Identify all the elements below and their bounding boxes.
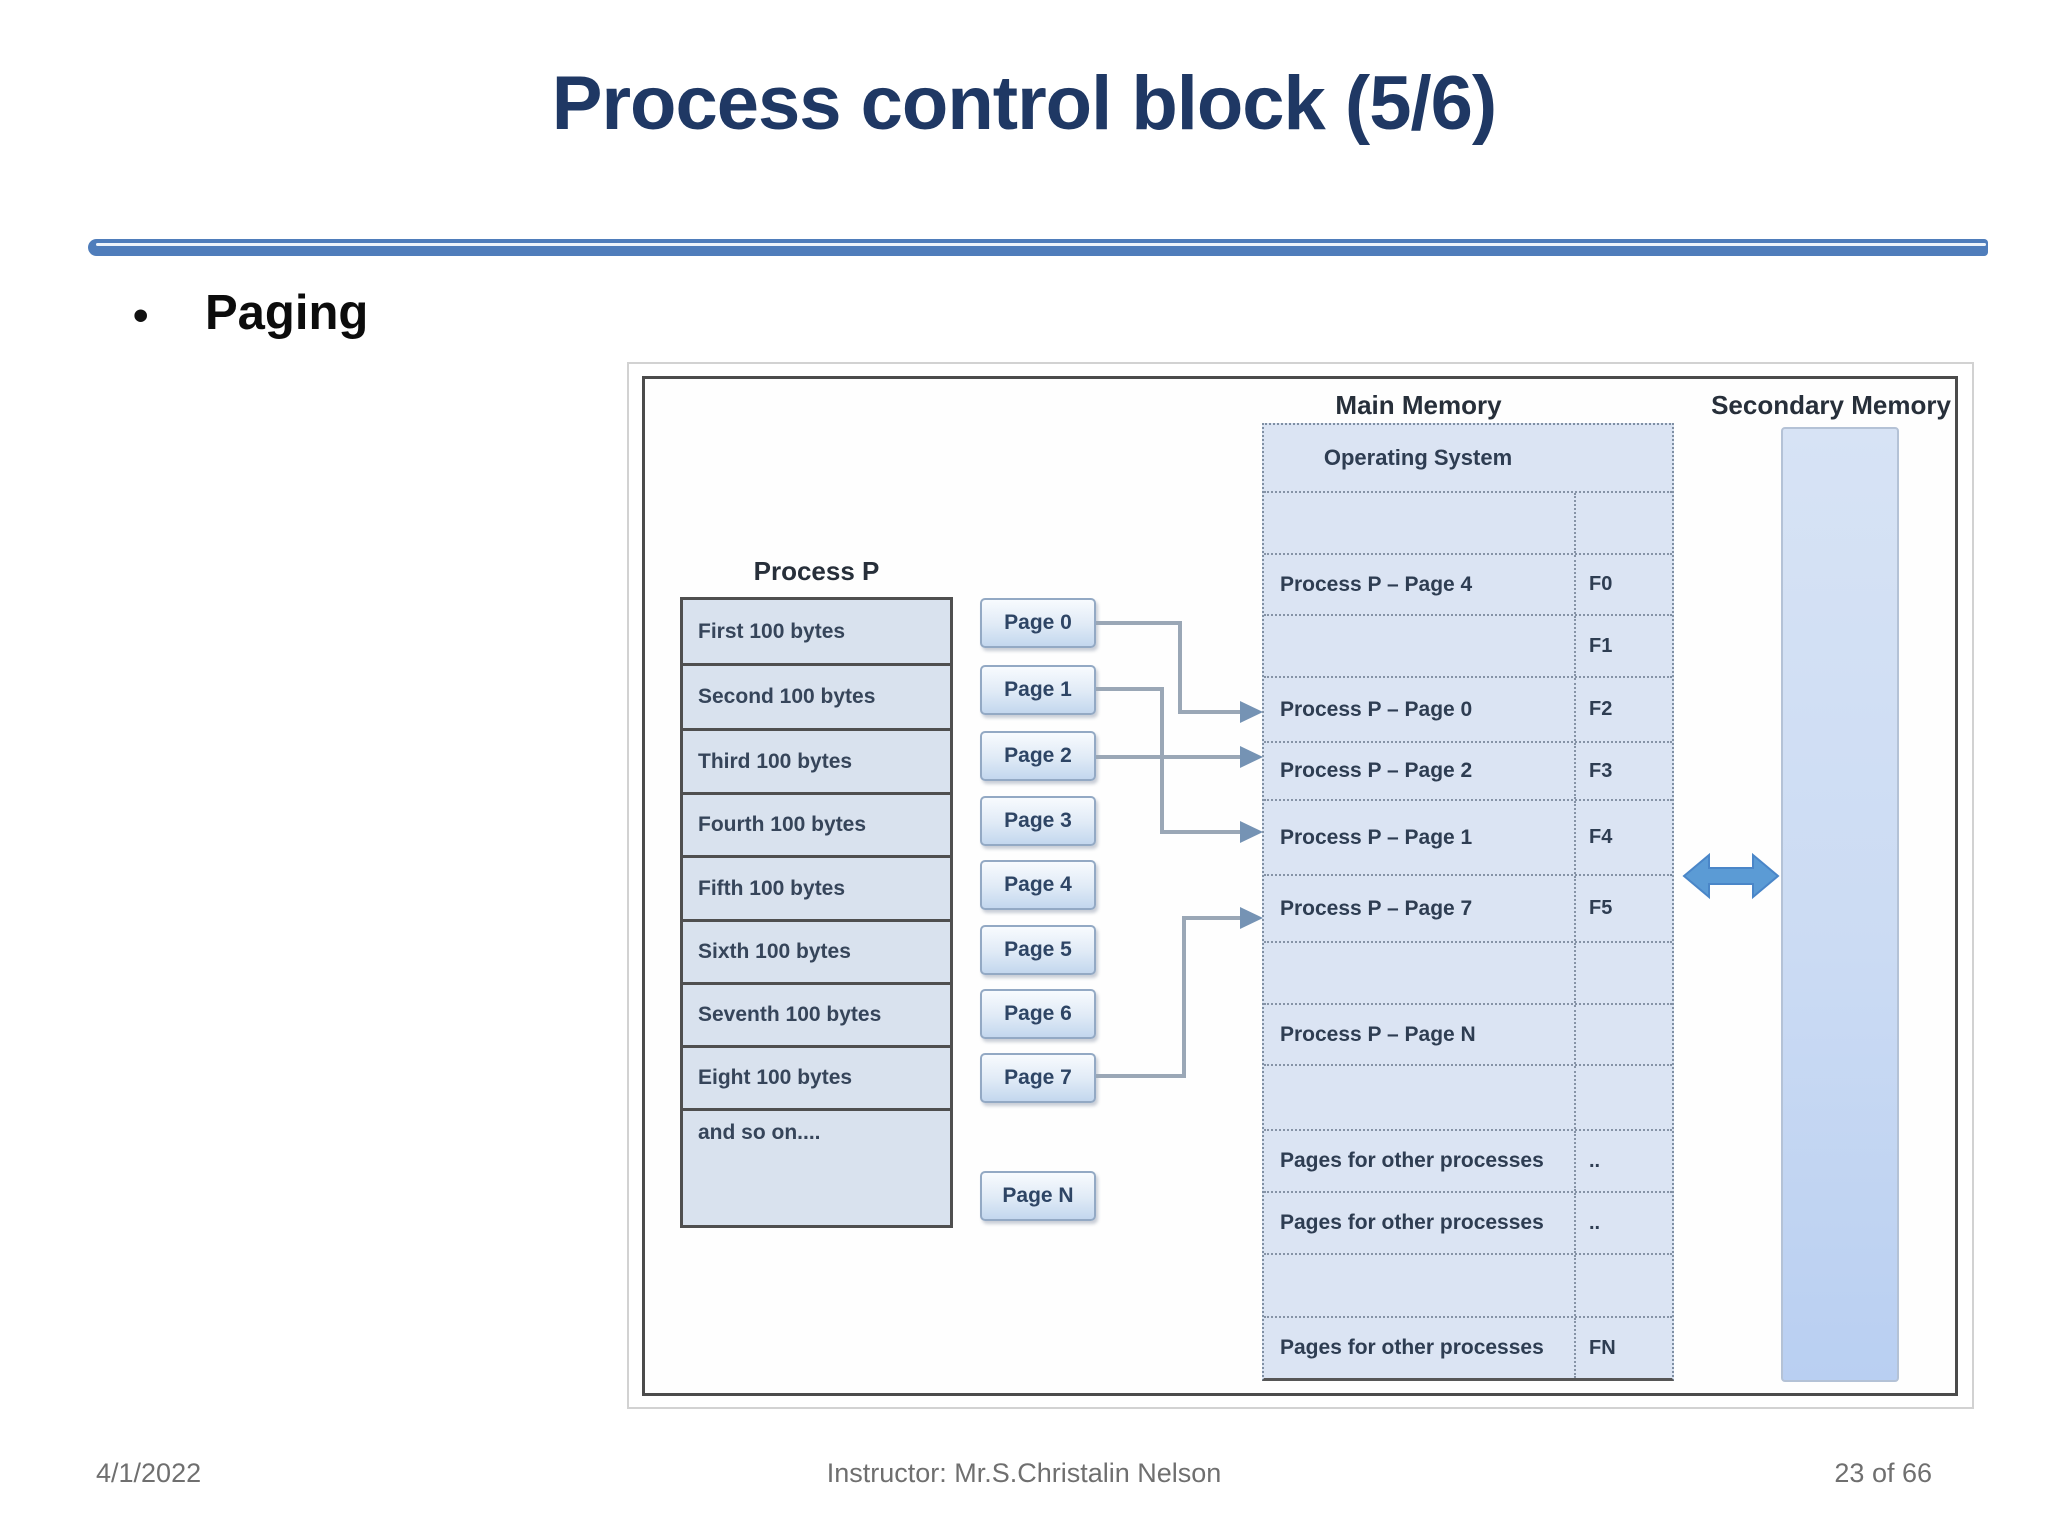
page-box-page-n: Page N: [980, 1171, 1096, 1221]
process-p-row: and so on....: [683, 1108, 950, 1225]
process-p-row: Third 100 bytes: [683, 728, 950, 792]
main-memory-title: Main Memory: [1335, 390, 1502, 420]
bullet-label: Paging: [205, 286, 369, 340]
process-p-row: Fourth 100 bytes: [683, 792, 950, 855]
secondary-memory-column: [1781, 427, 1899, 1382]
main-memory-row: F1: [1264, 614, 1672, 676]
main-memory-row: Process P – Page 2 F3: [1264, 741, 1672, 799]
main-memory-row: Pages for other processes FN: [1264, 1316, 1672, 1378]
page-box-page-0: Page 0: [980, 598, 1096, 648]
main-memory-row: [1264, 1064, 1672, 1129]
main-memory-row-name: Process P – Page 7: [1264, 876, 1576, 941]
main-memory-row-name: Process P – Page 4: [1264, 555, 1576, 614]
main-memory-row: Pages for other processes..: [1264, 1129, 1672, 1191]
main-memory-row-name: [1264, 1255, 1576, 1316]
main-memory-row-name: Process P – Page 0: [1264, 678, 1576, 741]
main-memory-row: Process P – Page N: [1264, 1003, 1672, 1064]
main-memory-row: Pages for other processes..: [1264, 1191, 1672, 1253]
main-memory-row-name: Pages for other processes: [1264, 1131, 1576, 1191]
main-memory-row-name: Process P – Page 2: [1264, 743, 1576, 799]
main-memory-row: [1264, 1253, 1672, 1316]
main-memory-frame-label: F5: [1589, 897, 1613, 919]
footer-date: 4/1/2022: [96, 1458, 202, 1488]
main-memory-row-name: [1264, 493, 1576, 553]
bullet-icon: •: [133, 291, 149, 340]
page-box-page-4: Page 4: [980, 860, 1096, 910]
secondary-memory-title: Secondary Memory: [1711, 390, 1951, 420]
main-memory-row: Process P – Page 1 F4: [1264, 799, 1672, 874]
main-memory-row-name: [1264, 616, 1576, 676]
main-memory-frame-label: F4: [1589, 826, 1613, 848]
main-memory-row: [1264, 941, 1672, 1003]
main-memory-frame-label: F1: [1589, 634, 1613, 657]
main-memory-frame-label: [1576, 1066, 1672, 1129]
process-p-row: Fifth 100 bytes: [683, 855, 950, 919]
process-p-row: Seventh 100 bytes: [683, 982, 950, 1045]
main-memory-frame-label: ..: [1589, 1211, 1601, 1234]
main-memory-row-name: Pages for other processes: [1264, 1318, 1576, 1378]
main-memory-row-name: [1264, 1066, 1576, 1129]
footer-page-number: 23 of 66: [1834, 1458, 1932, 1488]
process-p-row: Second 100 bytes: [683, 663, 950, 728]
main-memory-row-name: [1264, 943, 1576, 1003]
main-memory-row: Process P – Page 7 F5: [1264, 874, 1672, 941]
page-box-page-3: Page 3: [980, 796, 1096, 846]
main-memory-row: Process P – Page 0 F2: [1264, 676, 1672, 741]
main-memory-frame-label: [1576, 1255, 1672, 1316]
footer-instructor: Instructor: Mr.S.Christalin Nelson: [826, 1458, 1222, 1488]
process-p-title: Process P: [753, 556, 880, 586]
main-memory-os-row: Operating System: [1323, 445, 1513, 470]
main-memory-frame-label: ..: [1589, 1149, 1601, 1172]
page-box-page-7: Page 7: [980, 1053, 1096, 1103]
page-box-page-5: Page 5: [980, 925, 1096, 975]
main-memory-row-name: Process P – Page 1: [1264, 801, 1576, 874]
main-memory-frame-label: F0: [1589, 573, 1613, 595]
main-memory-row: Process P – Page 4 F0: [1264, 553, 1672, 614]
page-title: Process control block (5/6): [551, 61, 1497, 146]
main-memory-frame-label: FN: [1589, 1336, 1616, 1359]
page-box-page-1: Page 1: [980, 665, 1096, 715]
main-memory-row-name: Process P – Page N: [1264, 1005, 1576, 1064]
main-memory-frame-label: F3: [1589, 759, 1613, 782]
title-divider: [88, 239, 1988, 256]
process-p-row: First 100 bytes: [698, 619, 846, 643]
main-memory-frame-label: [1576, 1005, 1672, 1064]
page-box-page-6: Page 6: [980, 989, 1096, 1039]
process-p-row: Sixth 100 bytes: [683, 919, 950, 982]
main-memory-frame-label: F2: [1589, 698, 1613, 720]
process-p-row: Eight 100 bytes: [683, 1045, 950, 1108]
main-memory-frame-label: [1576, 943, 1672, 1003]
main-memory-row-name: Pages for other processes: [1264, 1193, 1576, 1253]
main-memory-frame-label: [1576, 493, 1672, 553]
page-box-page-2: Page 2: [980, 731, 1096, 781]
main-memory-row: [1264, 491, 1672, 553]
